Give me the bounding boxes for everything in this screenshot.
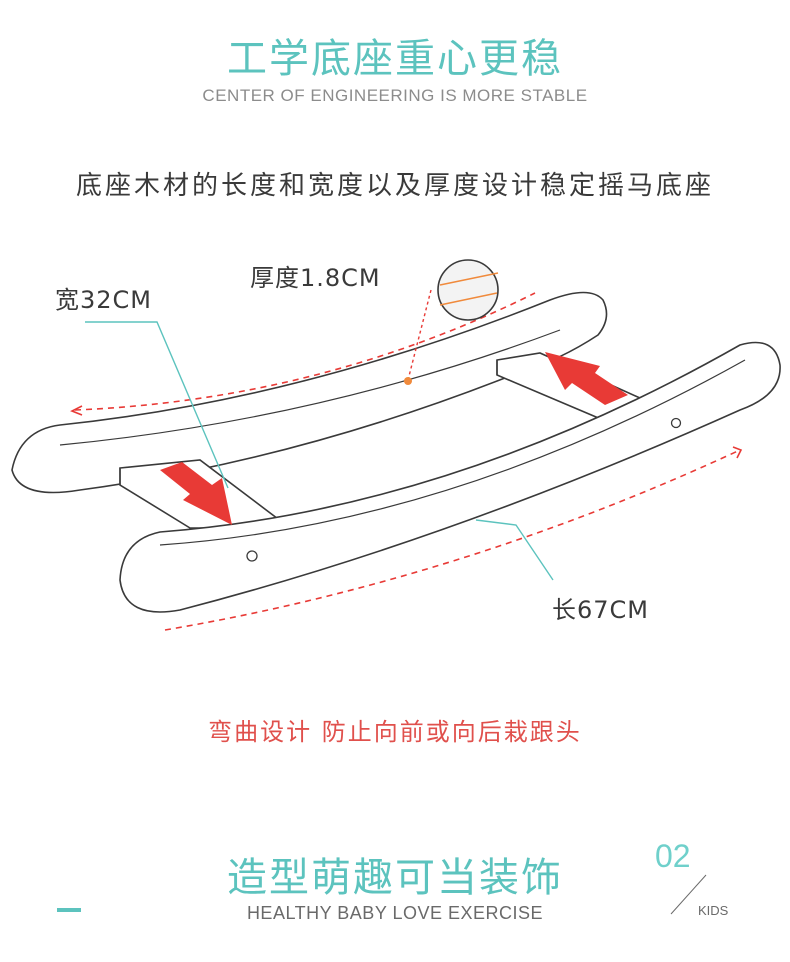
badge-number: 02 (655, 838, 691, 874)
thickness-magnifier (437, 259, 499, 321)
thickness-arc-dashed (74, 292, 536, 411)
bolt-hole (670, 417, 682, 429)
badge-slash (670, 874, 707, 915)
arrow-icon (545, 352, 628, 405)
length-leader-line (475, 519, 554, 581)
section-title: 工学底座重心更稳 (227, 36, 563, 82)
front-rocker (119, 341, 781, 613)
thickness-label: 厚度1.8CM (250, 264, 381, 292)
arrow-icon (160, 462, 232, 525)
thickness-point (404, 377, 412, 385)
front-rocker-top-edge (159, 359, 746, 546)
section-subtitle: CENTER OF ENGINEERING IS MORE STABLE (202, 86, 588, 105)
section2-title: 造型萌趣可当装饰 (227, 855, 563, 901)
width-label: 宽32CM (55, 286, 153, 314)
section-description: 底座木材的长度和宽度以及厚度设计稳定摇马底座 (75, 171, 714, 201)
curve-design-note: 弯曲设计 防止向前或向后栽跟头 (208, 718, 582, 746)
accent-dash (57, 908, 81, 912)
rocking-base-illustration (11, 259, 781, 631)
badge-text: KIDS (698, 903, 729, 918)
section2-subtitle: HEALTHY BABY LOVE EXERCISE (246, 903, 544, 923)
width-leader-line (85, 321, 229, 489)
length-label: 长67CM (552, 596, 650, 624)
bolt-hole (246, 550, 258, 562)
length-arc-dashed (164, 449, 741, 631)
back-rocker-inner-edge (59, 329, 561, 446)
